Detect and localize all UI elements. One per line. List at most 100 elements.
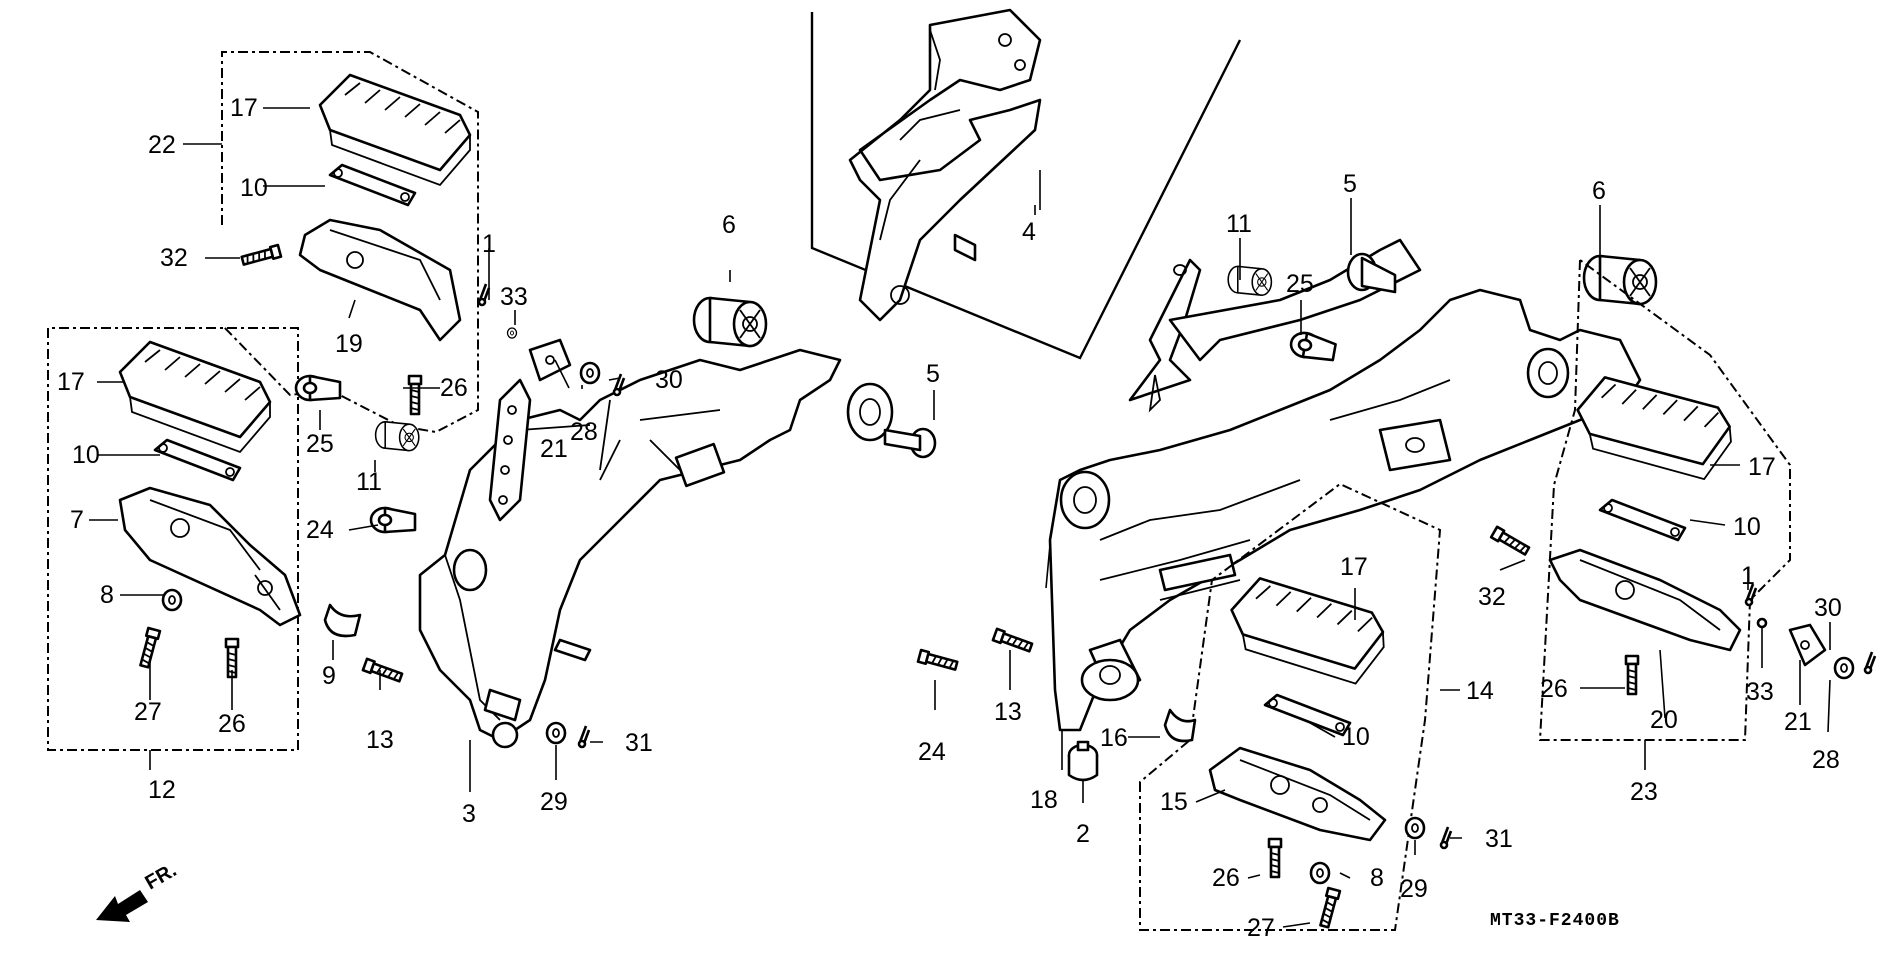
callout-16: 16 [1100, 724, 1128, 752]
callout-1: 1 [482, 230, 496, 258]
callout-27: 27 [134, 698, 162, 726]
callout-26: 26 [1212, 864, 1240, 892]
footpeg-rubber-17-right-upper [1573, 365, 1736, 491]
bolt-32-left [239, 243, 283, 268]
callout-26: 26 [1540, 675, 1568, 703]
callout-2: 2 [1076, 820, 1090, 848]
callout-28: 28 [570, 418, 598, 446]
callout-33: 33 [500, 283, 528, 311]
callout-1: 1 [1741, 562, 1755, 590]
callout-17: 17 [1748, 453, 1776, 481]
washer-33-right [1756, 617, 1768, 629]
washer-28-left [579, 361, 601, 385]
footpeg-rubber-17-right-lower [1228, 570, 1387, 692]
collar-25-left [294, 374, 342, 402]
bolt-13-right [991, 627, 1035, 655]
callout-27: 27 [1247, 914, 1275, 942]
bush-11-left [374, 421, 420, 452]
callout-6: 6 [722, 211, 736, 239]
washer-28-right [1833, 656, 1855, 680]
clip-9 [323, 603, 362, 638]
callout-28: 28 [1812, 746, 1840, 774]
callout-11: 11 [1226, 210, 1252, 238]
pin-31-left [577, 724, 591, 749]
footpeg-20 [1548, 548, 1742, 652]
callout-4: 4 [1022, 218, 1036, 246]
collar-24-left [369, 506, 417, 534]
washer-29-right [1404, 816, 1426, 840]
callout-10: 10 [1342, 723, 1370, 751]
callout-7: 7 [70, 506, 84, 534]
bolt-5-left [883, 427, 937, 459]
callout-15: 15 [1160, 788, 1188, 816]
callout-31: 31 [625, 729, 653, 757]
plate-10-lower [153, 438, 242, 482]
bush-6-right [1582, 254, 1658, 306]
bush-6-left [692, 296, 768, 348]
callout-8: 8 [100, 581, 114, 609]
bolt-26-right-upper [1624, 654, 1640, 696]
callout-17: 17 [1340, 553, 1368, 581]
callout-8: 8 [1370, 864, 1384, 892]
callout-5: 5 [1343, 170, 1357, 198]
bolt-5-right [1346, 252, 1397, 294]
callout-24: 24 [306, 516, 334, 544]
footpeg-19 [298, 218, 462, 342]
callout-22: 22 [148, 131, 176, 159]
washer-33-left [506, 327, 518, 339]
pin-30-right [1863, 650, 1877, 675]
bolt-13-left [361, 657, 405, 685]
callout-3: 3 [462, 800, 476, 828]
bolt-27-right [1317, 886, 1342, 930]
callout-33: 33 [1746, 678, 1774, 706]
callout-6: 6 [1592, 177, 1606, 205]
callout-32: 32 [160, 244, 188, 272]
callout-30: 30 [1814, 594, 1842, 622]
callout-10: 10 [1733, 513, 1761, 541]
rubber-2 [1067, 740, 1099, 782]
footpeg-rubber-17-lower [118, 340, 272, 454]
clip-16 [1163, 708, 1197, 743]
callout-14: 14 [1466, 677, 1494, 705]
bracket-21-left [528, 338, 572, 382]
bracket-21-right [1788, 623, 1827, 667]
callout-25: 25 [1286, 270, 1314, 298]
plate-10-right-upper [1598, 498, 1687, 542]
callout-24: 24 [918, 738, 946, 766]
callout-labels: 17 22 10 32 1 33 19 26 21 28 30 6 5 4 17… [57, 94, 1842, 942]
bolt-32-right [1489, 525, 1532, 558]
callout-9: 9 [322, 662, 336, 690]
footpeg-15 [1208, 746, 1387, 842]
nut-8-left [161, 588, 183, 612]
callout-21: 21 [540, 435, 568, 463]
callout-5: 5 [926, 360, 940, 388]
drawing-code: MT33-F2400B [1490, 911, 1620, 931]
callout-23: 23 [1630, 778, 1658, 806]
callout-29: 29 [1400, 875, 1428, 903]
callout-10: 10 [72, 441, 100, 469]
callout-17: 17 [57, 368, 85, 396]
bolt-24-right [916, 648, 960, 673]
collar-25-right [1287, 329, 1338, 364]
callout-17: 17 [230, 94, 258, 122]
callout-13: 13 [366, 726, 394, 754]
pin-1-left [477, 282, 491, 307]
pin-31-right [1439, 825, 1453, 850]
washer-29-left [545, 721, 567, 745]
callout-26: 26 [218, 710, 246, 738]
bolt-26-right-lower [1267, 837, 1283, 879]
callout-13: 13 [994, 698, 1022, 726]
bolt-26-upper [407, 374, 423, 416]
nut-8-right [1309, 861, 1331, 885]
callout-12: 12 [148, 776, 176, 804]
callout-31: 31 [1485, 825, 1513, 853]
callout-11: 11 [356, 468, 382, 496]
callout-19: 19 [335, 330, 363, 358]
callout-10: 10 [240, 174, 268, 202]
plate-10-right-lower [1263, 693, 1352, 737]
front-direction-arrow: FR. [96, 859, 180, 922]
bush-11-right [1227, 265, 1273, 296]
callout-20: 20 [1650, 706, 1678, 734]
footpeg-7 [118, 486, 302, 627]
